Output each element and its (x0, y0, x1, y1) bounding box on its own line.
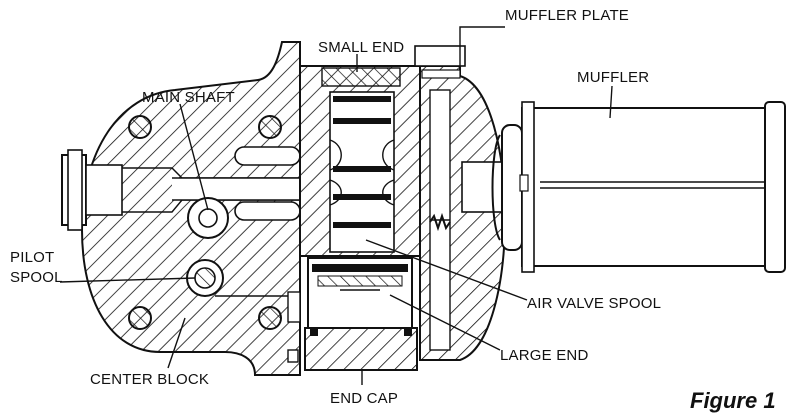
muffler (461, 101, 786, 273)
label-pilot: PILOT (10, 249, 54, 266)
label-large-end: LARGE END (500, 347, 589, 364)
air-valve-body (299, 65, 421, 371)
label-end-cap: END CAP (330, 390, 398, 407)
label-muffler: MUFFLER (577, 69, 649, 86)
muffler-plate (414, 45, 506, 361)
label-main-shaft: MAIN SHAFT (142, 89, 235, 106)
label-center-block: CENTER BLOCK (90, 371, 209, 388)
label-muffler-plate: MUFFLER PLATE (505, 7, 629, 24)
label-air-valve-spool: AIR VALVE SPOOL (527, 295, 661, 312)
figure-caption: Figure 1 (690, 388, 776, 413)
label-small-end: SMALL END (318, 39, 404, 56)
leader-lines (59, 26, 613, 385)
label-spool: SPOOL (10, 269, 63, 286)
